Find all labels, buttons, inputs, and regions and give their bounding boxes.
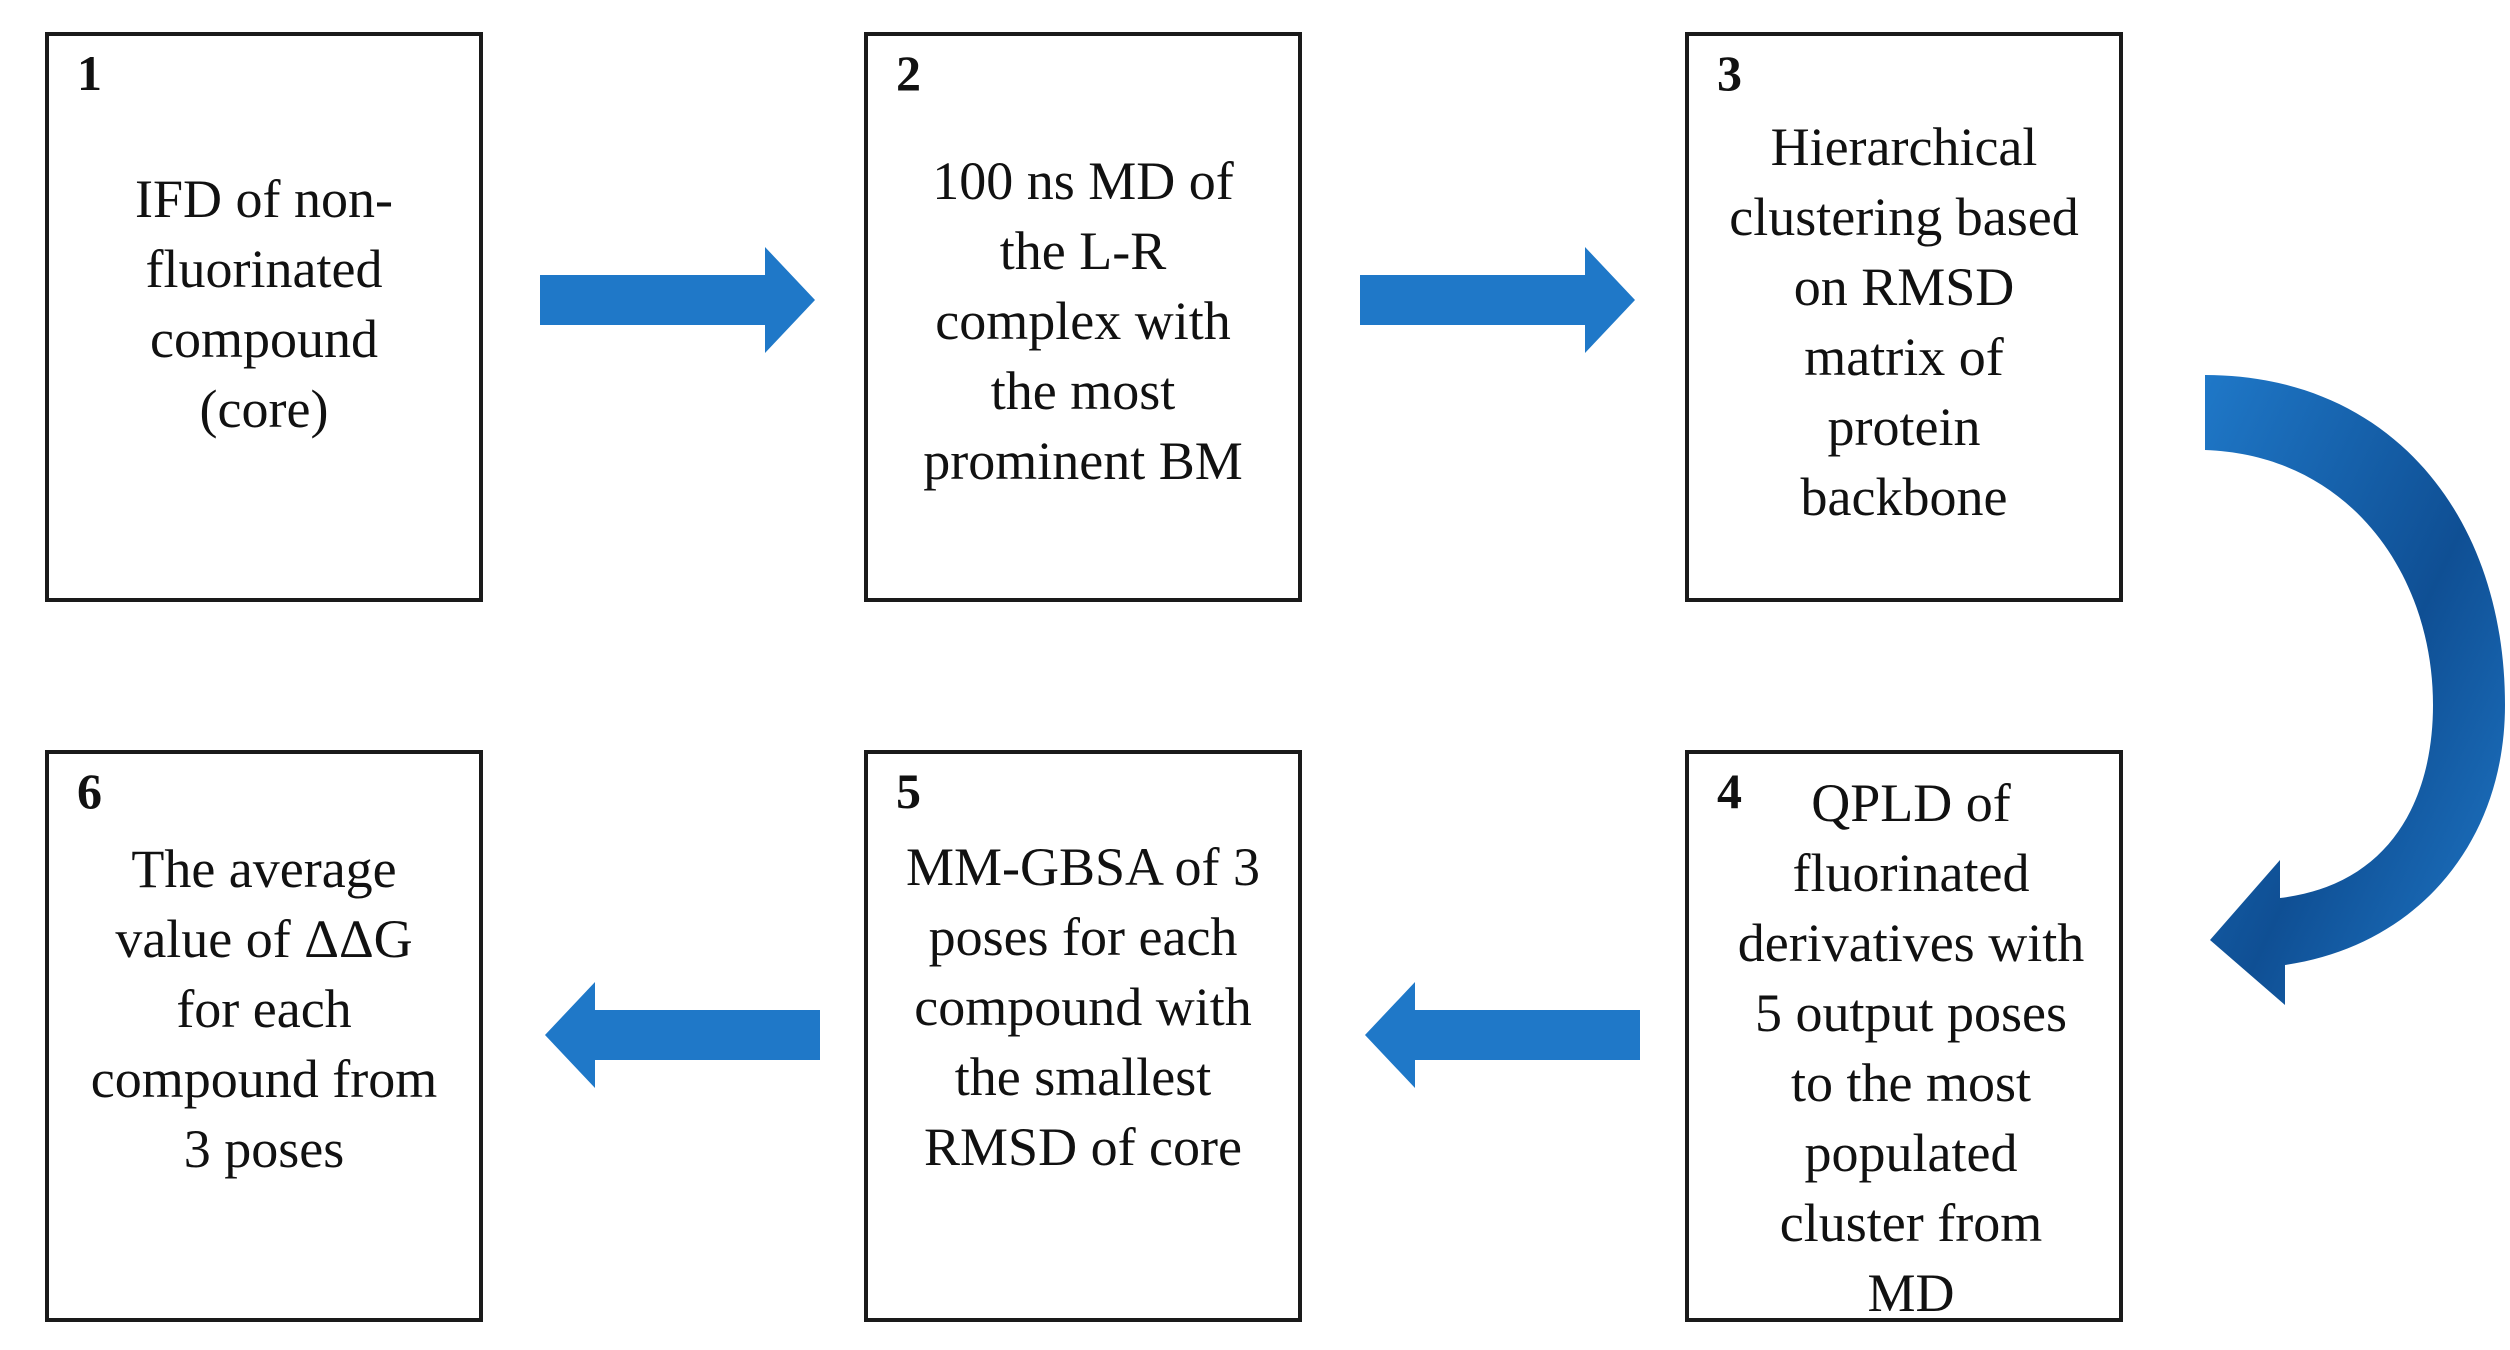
step-number: 5 xyxy=(896,763,921,819)
step-description: 100 ns MD of the L-R complex with the mo… xyxy=(923,151,1243,491)
step-number: 1 xyxy=(77,45,102,101)
step-description: IFD of non- fluorinated compound (core) xyxy=(135,169,393,439)
arrow-left-4-to-5-icon xyxy=(1365,982,1640,1088)
step-description: Hierarchical clustering based on RMSD ma… xyxy=(1729,117,2079,527)
step-number: 3 xyxy=(1717,45,1742,101)
step-box-5: 5 MM-GBSA of 3 poses for each compound w… xyxy=(864,750,1302,1322)
step-number: 4 xyxy=(1717,763,1742,819)
step-description: QPLD of fluorinated derivatives with 5 o… xyxy=(1737,773,2085,1323)
step-box-2: 2 100 ns MD of the L-R complex with the … xyxy=(864,32,1302,602)
curved-arrow-3-to-4-icon xyxy=(2205,375,2505,1005)
arrow-right-2-to-3-icon xyxy=(1360,247,1635,353)
step-description: The average value of ΔΔG for each compou… xyxy=(90,839,438,1179)
step-box-4: 4 QPLD of fluorinated derivatives with 5… xyxy=(1685,750,2123,1323)
step-box-6: 6 The average value of ΔΔG for each comp… xyxy=(45,750,483,1322)
arrow-left-5-to-6-icon xyxy=(545,982,820,1088)
arrow-right-1-to-2-icon xyxy=(540,247,815,353)
step-number: 2 xyxy=(896,45,921,101)
step-box-1: 1 IFD of non- fluorinated compound (core… xyxy=(45,32,483,602)
step-description: MM-GBSA of 3 poses for each compound wit… xyxy=(905,837,1261,1177)
step-number: 6 xyxy=(77,763,102,819)
step-box-3: 3 Hierarchical clustering based on RMSD … xyxy=(1685,32,2123,602)
